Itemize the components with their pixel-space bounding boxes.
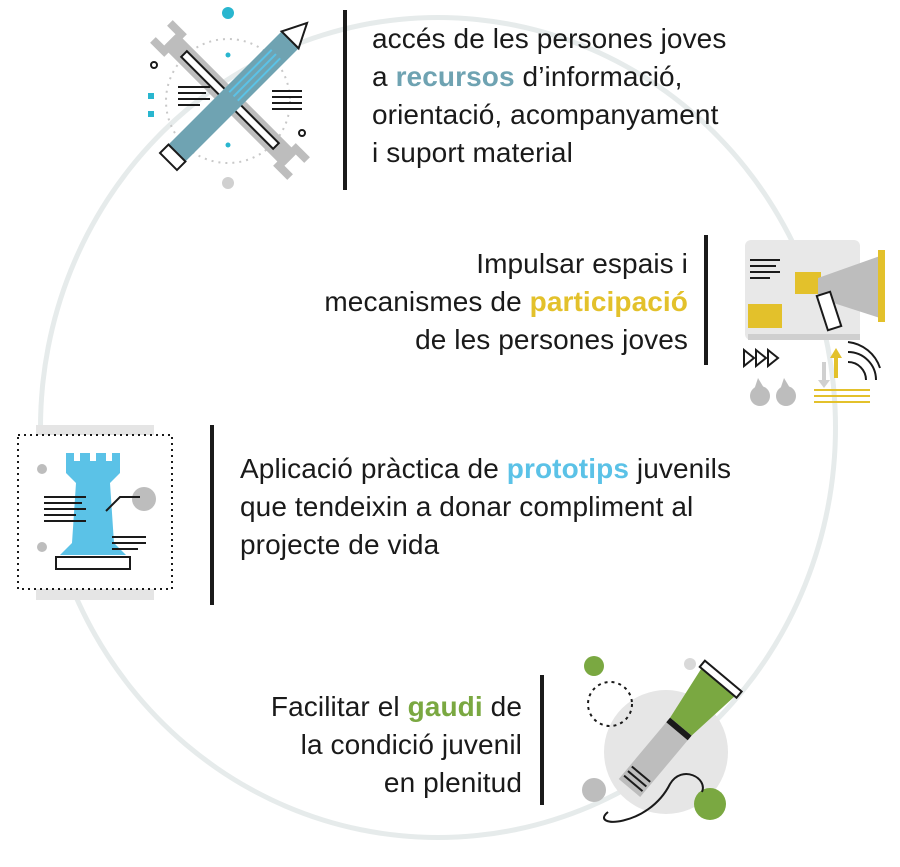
item-text: accés de les persones joves a recursos d…: [372, 20, 726, 172]
text-line: Impulsar espais i: [476, 248, 688, 279]
highlight-word: gaudi: [407, 691, 483, 722]
text-line: a recursos d’informació,: [372, 61, 683, 92]
divider-bar: [704, 235, 708, 365]
text-line: Facilitar el gaudi de: [270, 691, 522, 722]
divider-bar: [210, 425, 214, 605]
chess-rook-icon: [17, 425, 173, 600]
text-line: mecanismes de participació: [324, 286, 688, 317]
highlight-word: participació: [529, 286, 688, 317]
flashlight-icon: [582, 656, 744, 823]
text-line: orientació, acompanyament: [372, 99, 719, 130]
item-text: Facilitar el gaudi de la condició juveni…: [271, 688, 522, 802]
text-line: en plenitud: [383, 767, 522, 798]
text-line: accés de les persones joves: [372, 23, 727, 54]
tools-icon: [148, 7, 310, 189]
item-text: Impulsar espais i mecanismes de particip…: [324, 245, 688, 359]
text-line: i suport material: [372, 137, 573, 168]
divider-bar: [343, 10, 347, 190]
highlight-word: prototips: [506, 453, 629, 484]
megaphone-board-icon: [743, 240, 885, 406]
item-text: Aplicació pràctica de prototips juvenils…: [240, 450, 731, 564]
text-line: de les persones joves: [415, 324, 688, 355]
divider-bar: [540, 675, 544, 805]
text-line: Aplicació pràctica de prototips juvenils: [240, 453, 732, 484]
text-line: projecte de vida: [240, 529, 440, 560]
text-line: que tendeixin a donar compliment al: [240, 491, 694, 522]
highlight-word: recursos: [395, 61, 515, 92]
text-line: la condició juvenil: [300, 729, 522, 760]
